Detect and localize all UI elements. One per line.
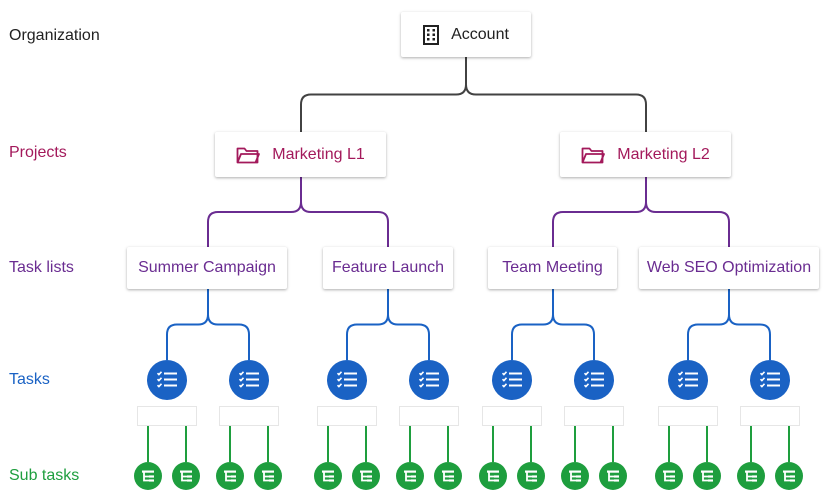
subtask-tree-icon xyxy=(486,469,500,483)
task-node[interactable] xyxy=(229,360,269,400)
building-icon xyxy=(423,24,440,45)
connector-project-tasklist xyxy=(552,177,647,247)
connector-project-tasklist xyxy=(300,177,389,247)
subtask-tree-icon xyxy=(261,469,275,483)
task-list-label: Feature Launch xyxy=(331,259,445,276)
checklist-icon xyxy=(677,370,699,390)
task-placeholder-box xyxy=(482,406,542,426)
account-label: Account xyxy=(451,25,509,43)
level-label-projects: Projects xyxy=(9,144,67,161)
task-placeholder-box xyxy=(137,406,197,426)
checklist-icon xyxy=(156,370,178,390)
task-list-node-web-seo-optimization[interactable]: Web SEO Optimization xyxy=(639,247,819,289)
connector-tasklist-task xyxy=(552,289,595,360)
subtask-tree-icon xyxy=(744,469,758,483)
subtask-node[interactable] xyxy=(216,462,244,490)
subtask-node[interactable] xyxy=(172,462,200,490)
task-list-label: Web SEO Optimization xyxy=(646,259,812,276)
subtask-tree-icon xyxy=(359,469,373,483)
subtask-tree-icon xyxy=(321,469,335,483)
subtask-tree-icon xyxy=(179,469,193,483)
subtask-tree-icon xyxy=(441,469,455,483)
project-label: Marketing L1 xyxy=(272,145,365,163)
task-node[interactable] xyxy=(492,360,532,400)
subtask-tree-icon xyxy=(141,469,155,483)
task-list-label: Team Meeting xyxy=(502,259,603,276)
connector-tasklist-task xyxy=(166,289,209,360)
task-list-node-feature-launch[interactable]: Feature Launch xyxy=(323,247,453,289)
subtask-tree-icon xyxy=(700,469,714,483)
subtask-node[interactable] xyxy=(693,462,721,490)
task-node[interactable] xyxy=(750,360,790,400)
checklist-icon xyxy=(583,370,605,390)
task-placeholder-box xyxy=(219,406,279,426)
subtask-node[interactable] xyxy=(396,462,424,490)
connector-project-tasklist xyxy=(207,177,302,247)
subtask-tree-icon xyxy=(606,469,620,483)
subtask-tree-icon xyxy=(223,469,237,483)
level-label-tasks: Tasks xyxy=(9,371,50,388)
subtask-node[interactable] xyxy=(737,462,765,490)
subtask-tree-icon xyxy=(662,469,676,483)
task-list-node-summer-campaign[interactable]: Summer Campaign xyxy=(127,247,287,289)
subtask-tree-icon xyxy=(403,469,417,483)
subtask-tree-icon xyxy=(524,469,538,483)
task-placeholder-box xyxy=(740,406,800,426)
checklist-icon xyxy=(238,370,260,390)
task-placeholder-box xyxy=(317,406,377,426)
connector-tasklist-task xyxy=(207,289,250,360)
subtask-tree-icon xyxy=(568,469,582,483)
connector-tasklist-task xyxy=(346,289,389,360)
task-node[interactable] xyxy=(574,360,614,400)
account-node[interactable]: Account xyxy=(401,12,531,57)
subtask-node[interactable] xyxy=(775,462,803,490)
subtask-node[interactable] xyxy=(352,462,380,490)
folder-icon xyxy=(581,146,606,164)
level-label-sub-tasks: Sub tasks xyxy=(9,467,80,484)
project-node-marketing-l2[interactable]: Marketing L2 xyxy=(560,132,731,177)
subtask-node[interactable] xyxy=(134,462,162,490)
level-label-task-lists: Task lists xyxy=(9,259,74,276)
project-node-marketing-l1[interactable]: Marketing L1 xyxy=(215,132,386,177)
subtask-node[interactable] xyxy=(434,462,462,490)
checklist-icon xyxy=(501,370,523,390)
subtask-node[interactable] xyxy=(254,462,282,490)
subtask-node[interactable] xyxy=(314,462,342,490)
checklist-icon xyxy=(418,370,440,390)
connector-tasklist-task xyxy=(387,289,430,360)
task-list-node-team-meeting[interactable]: Team Meeting xyxy=(488,247,617,289)
connector-tasklist-task xyxy=(687,289,730,360)
checklist-icon xyxy=(759,370,781,390)
subtask-node[interactable] xyxy=(517,462,545,490)
connector-tasklist-task xyxy=(511,289,554,360)
task-placeholder-box xyxy=(658,406,718,426)
subtask-node[interactable] xyxy=(655,462,683,490)
task-node[interactable] xyxy=(147,360,187,400)
task-placeholder-box xyxy=(399,406,459,426)
connector-account-project xyxy=(300,57,467,132)
folder-icon xyxy=(236,146,261,164)
task-node[interactable] xyxy=(668,360,708,400)
level-label-organization: Organization xyxy=(9,27,100,44)
subtask-node[interactable] xyxy=(479,462,507,490)
connector-tasklist-task xyxy=(728,289,771,360)
task-node[interactable] xyxy=(409,360,449,400)
subtask-node[interactable] xyxy=(561,462,589,490)
subtask-node[interactable] xyxy=(599,462,627,490)
task-placeholder-box xyxy=(564,406,624,426)
project-label: Marketing L2 xyxy=(617,145,710,163)
connector-account-project xyxy=(465,57,647,132)
subtask-tree-icon xyxy=(782,469,796,483)
task-list-label: Summer Campaign xyxy=(138,259,276,276)
checklist-icon xyxy=(336,370,358,390)
task-node[interactable] xyxy=(327,360,367,400)
connector-project-tasklist xyxy=(645,177,730,247)
